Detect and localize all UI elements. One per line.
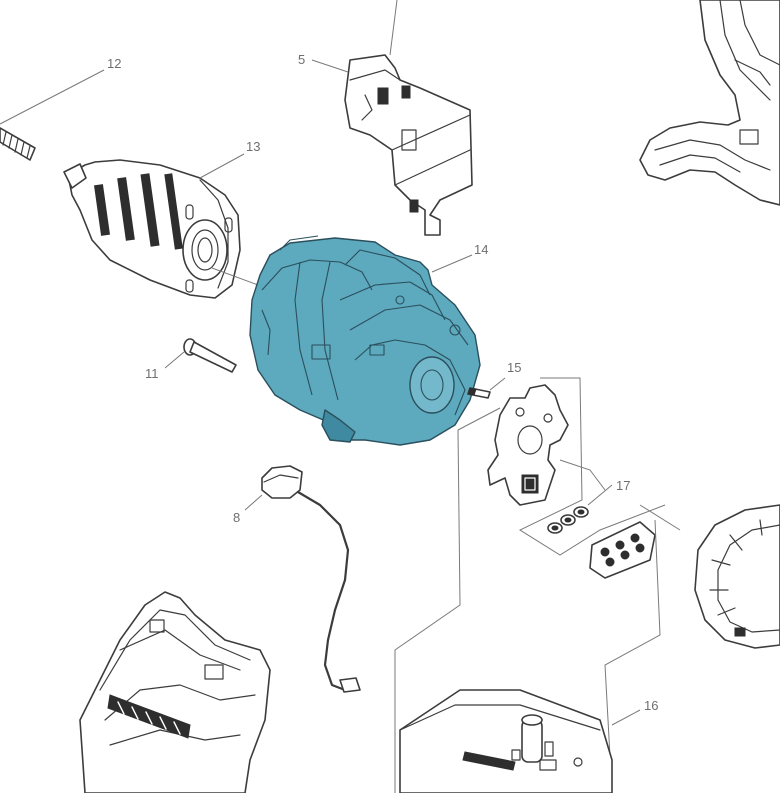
group-bracket-16 <box>394 429 461 793</box>
housing-top-right <box>639 0 780 206</box>
part-15-small-screw[interactable] <box>467 377 506 399</box>
part-8-led-wire[interactable] <box>244 465 361 693</box>
callout-16: 16 <box>644 698 658 713</box>
terminal-block[interactable] <box>589 521 656 579</box>
group-bracket-16b <box>604 519 661 793</box>
housing-bottom-left <box>79 591 271 793</box>
part-17-terminals[interactable] <box>547 484 613 534</box>
callout-13: 13 <box>246 139 260 154</box>
callout-12: 12 <box>107 56 121 71</box>
group-bracket-17 <box>457 377 666 556</box>
callout-5: 5 <box>298 52 305 67</box>
callout-15: 15 <box>507 360 521 375</box>
stator-ring <box>694 504 780 649</box>
part-17-bracket-plate[interactable] <box>487 384 606 506</box>
callout-17: 17 <box>616 478 630 493</box>
part-11-screw[interactable] <box>164 338 237 373</box>
callout-11: 11 <box>145 366 159 381</box>
callout-8: 8 <box>233 510 240 525</box>
part-13-drill-chuck[interactable] <box>63 159 259 299</box>
part-12-screw[interactable] <box>0 127 36 161</box>
callout-14: 14 <box>474 242 488 257</box>
part-16-controller[interactable] <box>399 689 641 793</box>
part-14-motor-gearbox[interactable] <box>249 235 481 446</box>
part-5-switch[interactable] <box>344 0 473 236</box>
